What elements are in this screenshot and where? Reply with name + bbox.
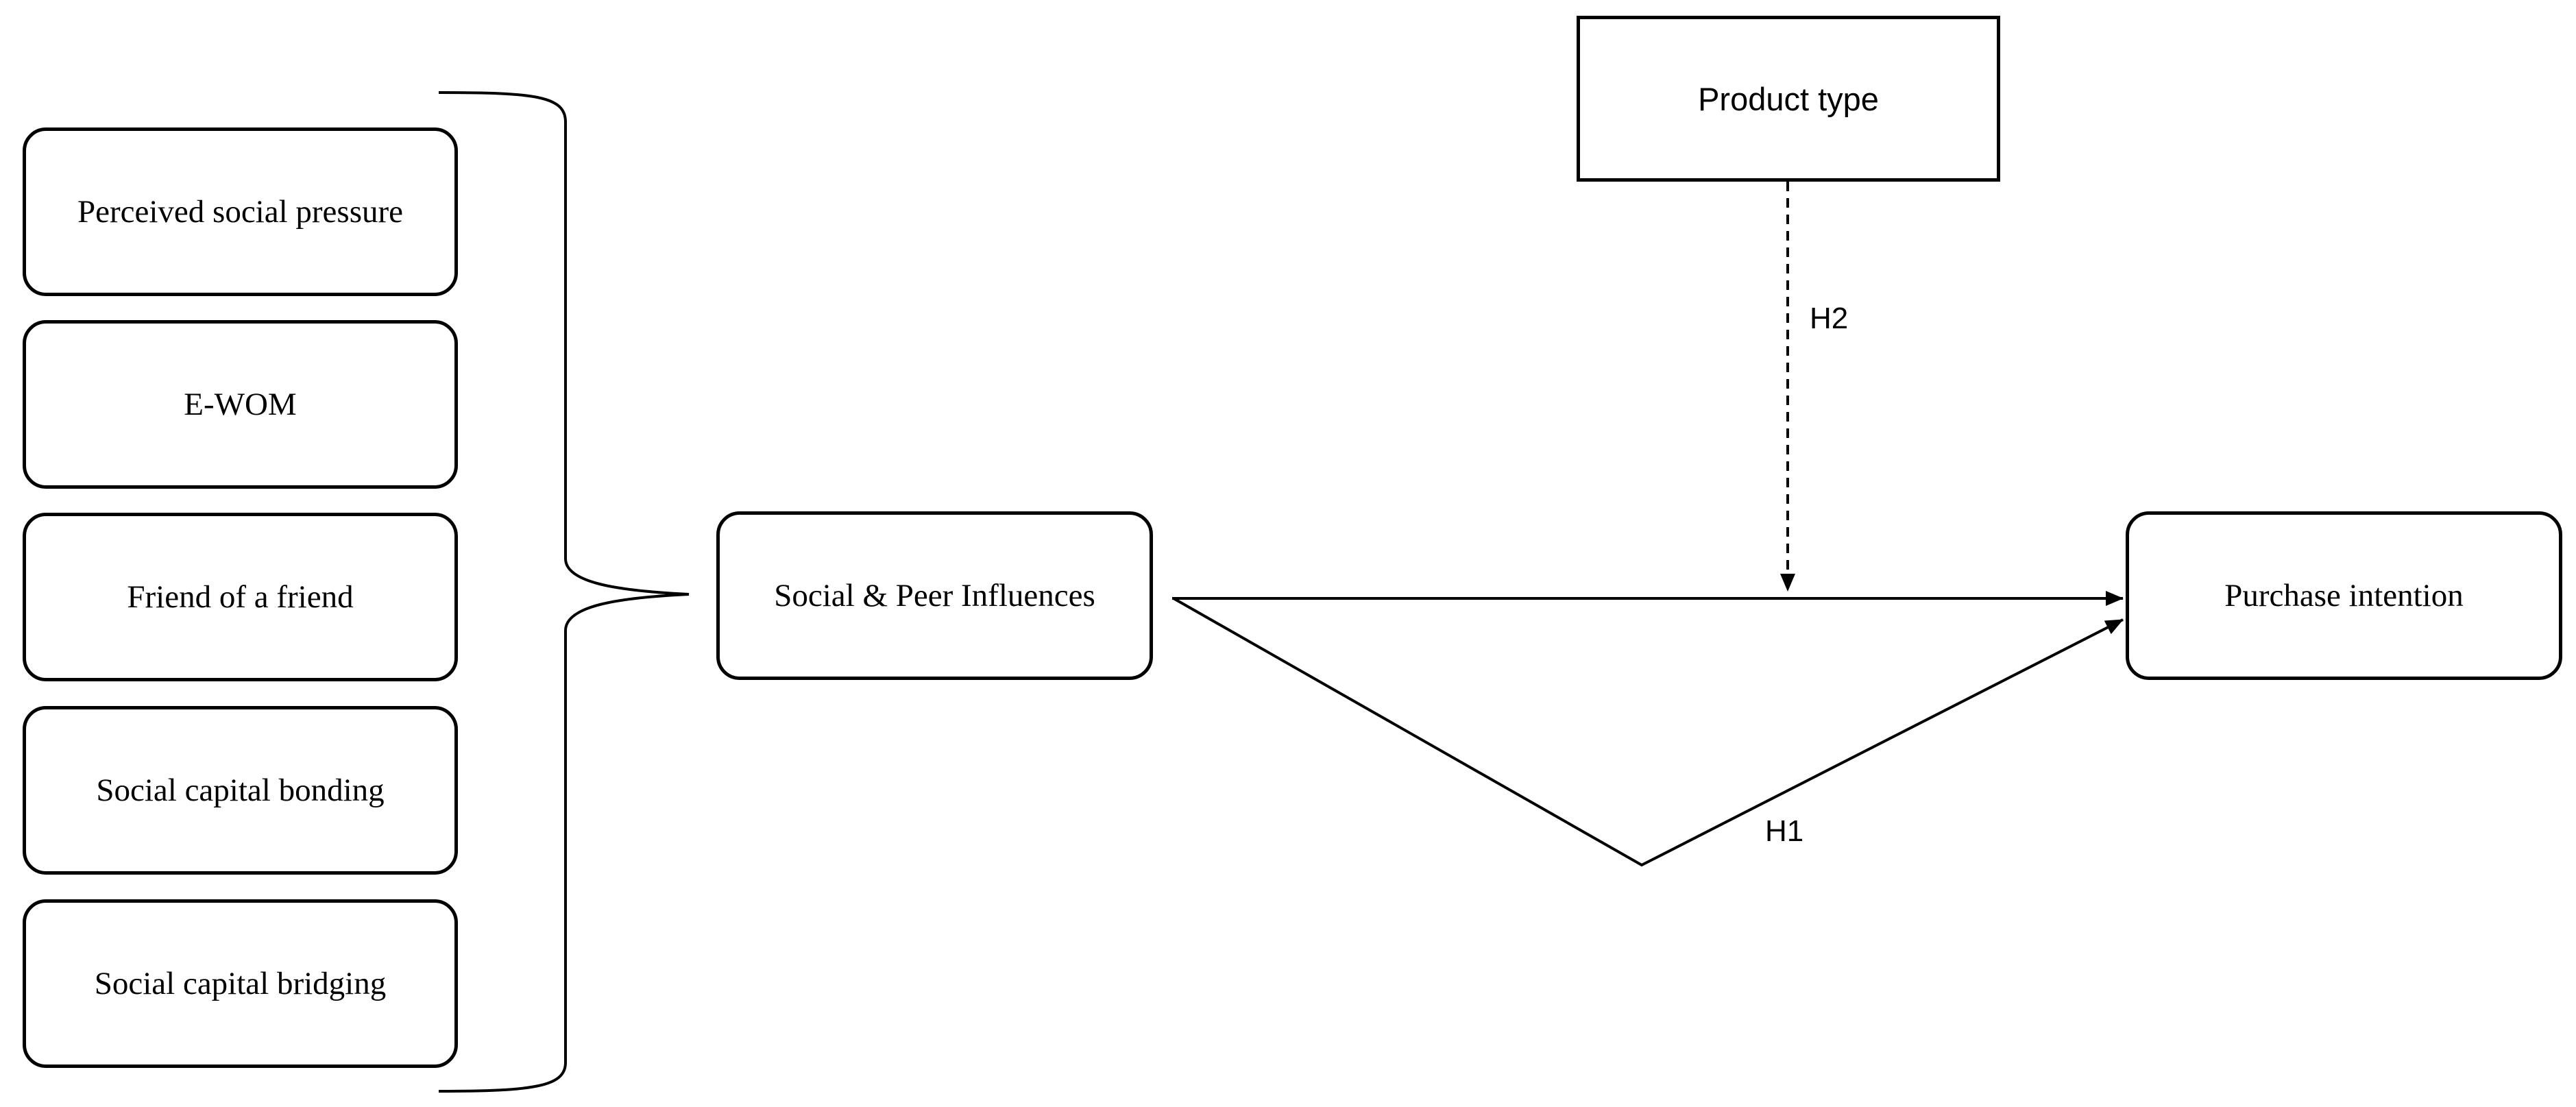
- antecedent-label: Friend of a friend: [127, 579, 354, 615]
- antecedent-box-e-wom: E-WOM: [23, 320, 458, 489]
- antecedent-label: E-WOM: [184, 387, 297, 422]
- antecedent-box-perceived-social-pressure: Perceived social pressure: [23, 127, 458, 296]
- central-construct-label: Social & Peer Influences: [774, 578, 1095, 613]
- antecedent-box-social-capital-bonding: Social capital bonding: [23, 706, 458, 875]
- central-construct-box: Social & Peer Influences: [716, 511, 1153, 680]
- grouping-brace: [438, 91, 690, 1093]
- hypothesis-h1-label: H1: [1765, 814, 1804, 848]
- hypothesis-h2-label: H2: [1810, 302, 1849, 335]
- antecedent-label: Social capital bridging: [94, 966, 387, 1001]
- moderator-box: Product type: [1577, 16, 2000, 182]
- h1-path-arrow: [1173, 597, 2124, 867]
- antecedent-label: Perceived social pressure: [77, 194, 404, 230]
- antecedent-box-friend-of-a-friend: Friend of a friend: [23, 513, 458, 681]
- outcome-label: Purchase intention: [2224, 578, 2464, 613]
- antecedent-label: Social capital bonding: [96, 773, 385, 808]
- antecedent-box-social-capital-bridging: Social capital bridging: [23, 899, 458, 1068]
- moderator-label: Product type: [1698, 80, 1879, 117]
- outcome-box: Purchase intention: [2126, 511, 2562, 680]
